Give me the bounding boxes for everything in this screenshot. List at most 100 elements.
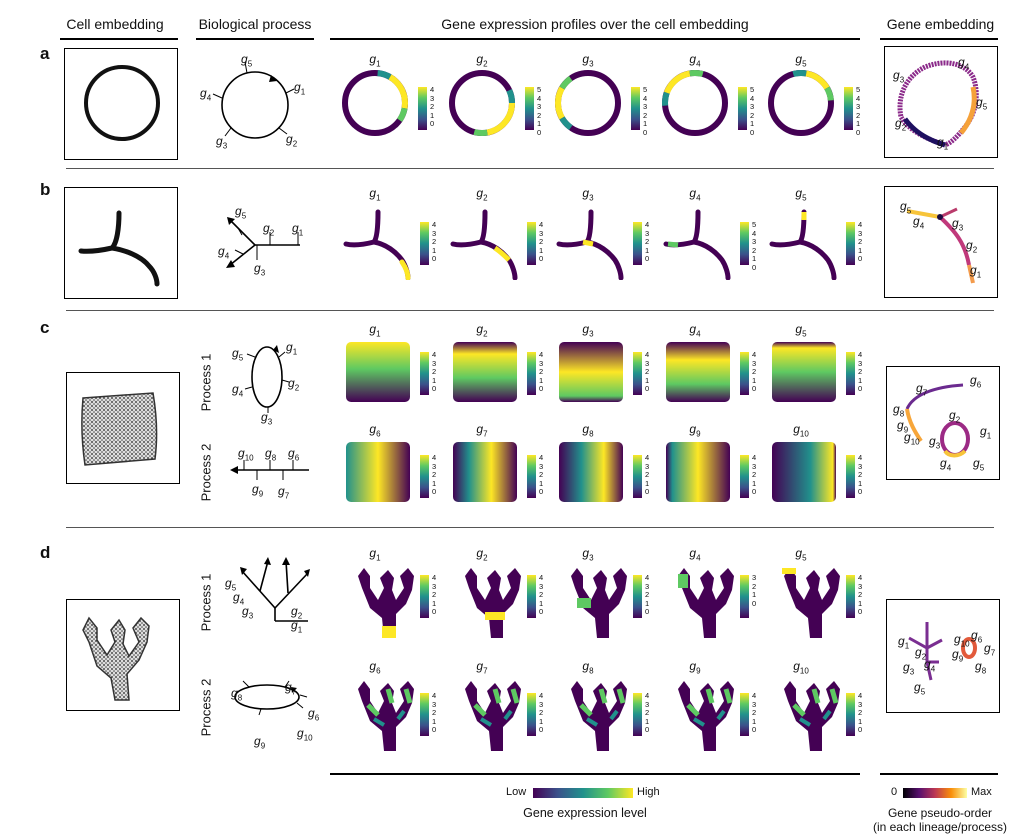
gene-title-a: g2 bbox=[476, 52, 488, 69]
process-d1-gene-label: g1 bbox=[291, 618, 303, 635]
process1-label-c: Process 1 bbox=[198, 353, 214, 412]
legend-rule-expression bbox=[330, 773, 860, 775]
process1-label-d: Process 1 bbox=[198, 573, 214, 632]
gene-title-c2: g7 bbox=[476, 422, 488, 439]
process1-diagram-branching bbox=[240, 557, 310, 622]
colorbar bbox=[525, 87, 534, 130]
gene-title-c1: g5 bbox=[795, 322, 807, 339]
process-d1-gene-label: g5 bbox=[225, 576, 237, 593]
gene-title-b: g1 bbox=[369, 186, 381, 203]
gene-embedding-label: g2 bbox=[949, 408, 961, 425]
gene-embedding-label: g4 bbox=[940, 456, 952, 473]
process-d2-gene-label: g7 bbox=[285, 680, 297, 697]
gene-title-d1: g5 bbox=[795, 546, 807, 563]
process-b-gene-label: g2 bbox=[263, 221, 275, 238]
expression-plot-a bbox=[553, 68, 623, 143]
colorbar bbox=[844, 87, 853, 130]
expression-plot-d1 bbox=[348, 562, 420, 647]
colorbar bbox=[740, 352, 749, 395]
colorbar bbox=[846, 693, 855, 736]
header-underline bbox=[880, 38, 998, 40]
expression-plot-b bbox=[447, 200, 527, 285]
colorbar bbox=[846, 455, 855, 498]
process2-diagram-line bbox=[230, 460, 309, 480]
process1-diagram-ellipse bbox=[244, 345, 290, 413]
process-c2-gene-label: g8 bbox=[265, 446, 277, 463]
colorbar bbox=[418, 87, 427, 130]
process-a-gene-label: g3 bbox=[216, 134, 228, 151]
colorbar bbox=[633, 693, 642, 736]
expression-plot-c1 bbox=[557, 340, 627, 409]
gene-embedding-b bbox=[884, 186, 998, 298]
expression-plot-b bbox=[660, 200, 740, 285]
process2-label-d: Process 2 bbox=[198, 678, 214, 737]
process-c2-gene-label: g9 bbox=[252, 482, 264, 499]
colorbar bbox=[633, 222, 642, 265]
expression-plot-c2 bbox=[451, 440, 521, 509]
gene-embedding-a bbox=[884, 46, 998, 158]
colorbar bbox=[633, 575, 642, 618]
process-c1-gene-label: g4 bbox=[232, 382, 244, 399]
expression-plot-d1 bbox=[455, 562, 527, 647]
gene-embedding-label: g6 bbox=[971, 628, 983, 645]
gene-title-b: g3 bbox=[582, 186, 594, 203]
expression-plot-b bbox=[766, 200, 846, 285]
expression-plot-d2 bbox=[348, 675, 420, 760]
gene-embedding-label: g1 bbox=[980, 424, 992, 441]
panel-label-a: a bbox=[40, 44, 50, 63]
header-biological-process: Biological process bbox=[198, 16, 312, 32]
cell-embedding-tree bbox=[64, 187, 178, 299]
gene-title-c2: g9 bbox=[689, 422, 701, 439]
colorbar bbox=[740, 222, 749, 265]
colorbar bbox=[633, 352, 642, 395]
expression-plot-b bbox=[340, 200, 420, 285]
header-gene-embedding: Gene embedding bbox=[886, 16, 995, 32]
gene-title-c1: g4 bbox=[689, 322, 701, 339]
panel-label-d: d bbox=[40, 543, 51, 562]
colorbar bbox=[740, 693, 749, 736]
process-a-gene-label: g5 bbox=[241, 52, 253, 69]
process-a-gene-label: g4 bbox=[200, 86, 212, 103]
colorbar bbox=[846, 575, 855, 618]
gene-title-a: g3 bbox=[582, 52, 594, 69]
gene-title-c2: g8 bbox=[582, 422, 594, 439]
gene-embedding-label: g5 bbox=[973, 456, 985, 473]
gene-embedding-label: g1 bbox=[970, 263, 982, 280]
expression-plot-c2 bbox=[770, 440, 840, 509]
header-underline bbox=[196, 38, 314, 40]
process-d1-gene-label: g3 bbox=[242, 604, 254, 621]
process-c1-gene-label: g2 bbox=[288, 376, 300, 393]
legend-order-title: Gene pseudo-order bbox=[887, 806, 993, 820]
gene-embedding-label: g3 bbox=[893, 68, 905, 85]
colorbar bbox=[420, 455, 429, 498]
gene-title-d2: g8 bbox=[582, 659, 594, 676]
gene-title-c1: g1 bbox=[369, 322, 381, 339]
gene-embedding-label: g5 bbox=[976, 95, 988, 112]
process-b-gene-label: g1 bbox=[292, 221, 304, 238]
legend-order-min: 0 bbox=[891, 786, 898, 798]
legend-expression-title: Gene expression level bbox=[523, 806, 647, 820]
colorbar bbox=[527, 352, 536, 395]
expression-plot-c1 bbox=[770, 340, 840, 409]
expression-plot-a bbox=[660, 68, 730, 143]
gene-title-d2: g6 bbox=[369, 659, 381, 676]
process-c1-gene-label: g3 bbox=[261, 410, 273, 427]
colorbar bbox=[631, 87, 640, 130]
expression-plot-d2 bbox=[774, 675, 846, 760]
gene-title-c1: g2 bbox=[476, 322, 488, 339]
colorbar bbox=[527, 222, 536, 265]
colorbar bbox=[420, 352, 429, 395]
